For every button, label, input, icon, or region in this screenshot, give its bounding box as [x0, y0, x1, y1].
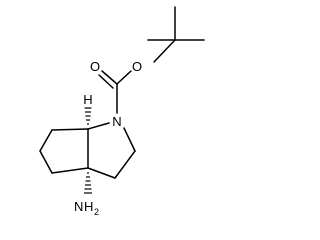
bond-n-to-c2: [123, 127, 136, 152]
amine-n-label: N: [74, 199, 83, 214]
stereo-hash-wedge-top: [84, 107, 92, 125]
bond-tbu-to-oxygen: [153, 39, 176, 63]
bond-oxygen-to-carbonyl-c: [116, 70, 132, 85]
bond-c4-to-c3a: [51, 167, 89, 174]
bond-c6a-to-c6: [51, 128, 89, 131]
bond-carbonyl-double-a: [101, 70, 118, 85]
bond-c5-to-c4: [39, 150, 53, 174]
bond-carbonyl-double-b: [98, 74, 114, 89]
stereo-hash-wedge-bottom: [84, 172, 92, 194]
nitrogen-label: N: [112, 114, 121, 129]
oxygen-ester-label: O: [132, 59, 142, 74]
bond-c2-to-c3: [114, 150, 136, 179]
amine-subscript-label: 2: [94, 207, 99, 217]
bond-c3-to-c3a: [87, 167, 116, 179]
amine-h-label: H: [84, 199, 93, 214]
bond-c6-to-c5: [39, 129, 53, 152]
molecule-diagram: O O N H N H 2: [39, 6, 205, 217]
bond-c6a-to-n: [87, 122, 110, 130]
stereo-h-label: H: [83, 92, 92, 107]
oxygen-carbonyl-label: O: [90, 59, 100, 74]
